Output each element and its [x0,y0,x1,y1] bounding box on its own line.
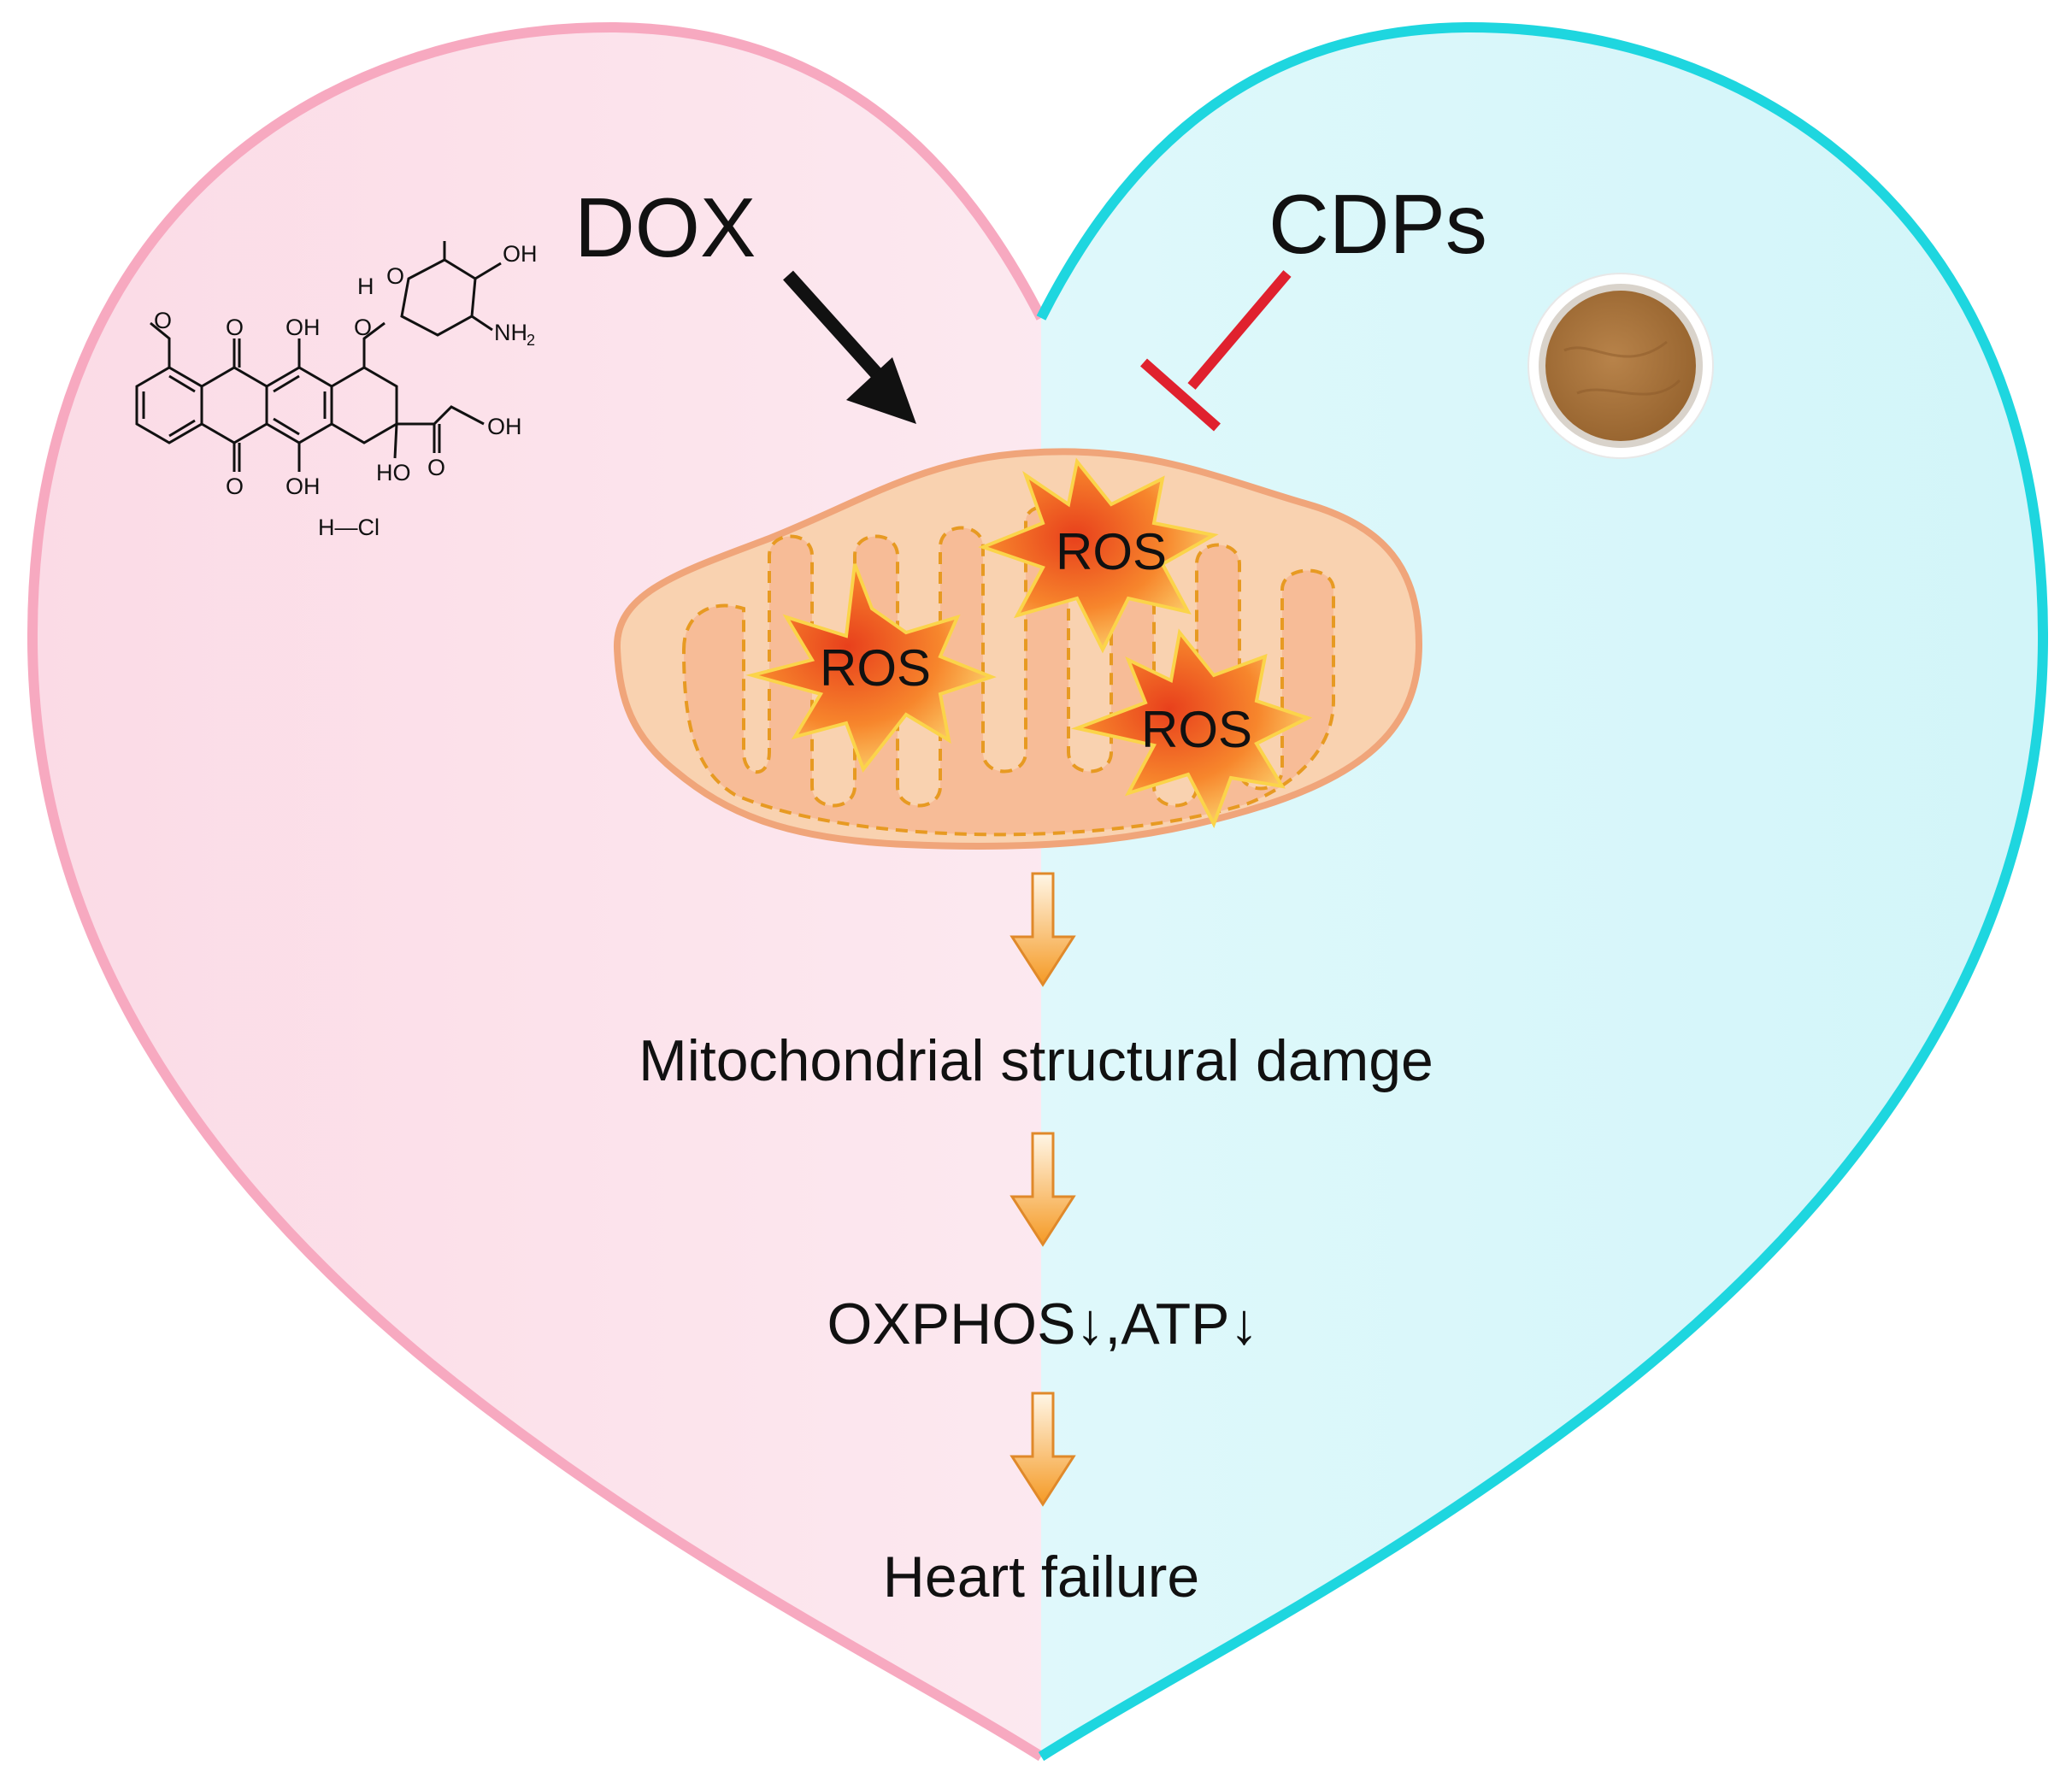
chem-label: OH [487,414,522,439]
dox-label: DOX [574,180,756,274]
heart-left-half [32,26,1041,1757]
chem-label: O [226,474,244,499]
ros-burst-2: ROS [978,457,1219,654]
chem-label: O [386,263,404,289]
ros-burst-3: ROS [1070,628,1313,828]
heart-right-outline [1036,21,2049,1762]
chem-label: O [427,455,445,480]
chem-label: O [154,308,172,333]
heart-left-outline [26,21,1041,1762]
flow-arrow-2 [1010,1132,1076,1247]
chem-label: H [357,274,374,299]
step-oxphos-atp: OXPHOS↓,ATP↓ [827,1292,1258,1356]
chem-label: OH [503,241,538,267]
chem-label: O [354,315,372,340]
chem-label: OH [285,474,321,499]
chem-label: O [226,315,244,340]
doxorubicin-labels: O O OH OH O O O H OH NH 2 HO O OH H—Cl [154,241,538,540]
heart-right-half [1041,26,2044,1757]
chem-label: H—Cl [318,515,380,540]
chem-label: NH [494,320,527,345]
cdps-label: CDPs [1269,177,1487,271]
cdps-powder-image [1528,273,1714,459]
chem-label: 2 [527,332,535,349]
chem-label: HO [376,460,411,485]
inhibition-symbol [1140,270,1292,432]
step-mitochondrial-damage: Mitochondrial structural damge [639,1028,1433,1093]
chem-label: OH [285,315,321,340]
ros-label-3: ROS [1141,701,1252,758]
step-heart-failure: Heart failure [883,1545,1199,1609]
flow-arrow-3 [1010,1392,1076,1507]
dox-arrow [783,270,916,424]
doxorubicin-structure [135,241,502,472]
ros-burst-1: ROS [745,563,997,774]
ros-label-2: ROS [1056,523,1167,580]
flow-arrow-1 [1010,872,1076,987]
ros-label-1: ROS [820,639,931,697]
